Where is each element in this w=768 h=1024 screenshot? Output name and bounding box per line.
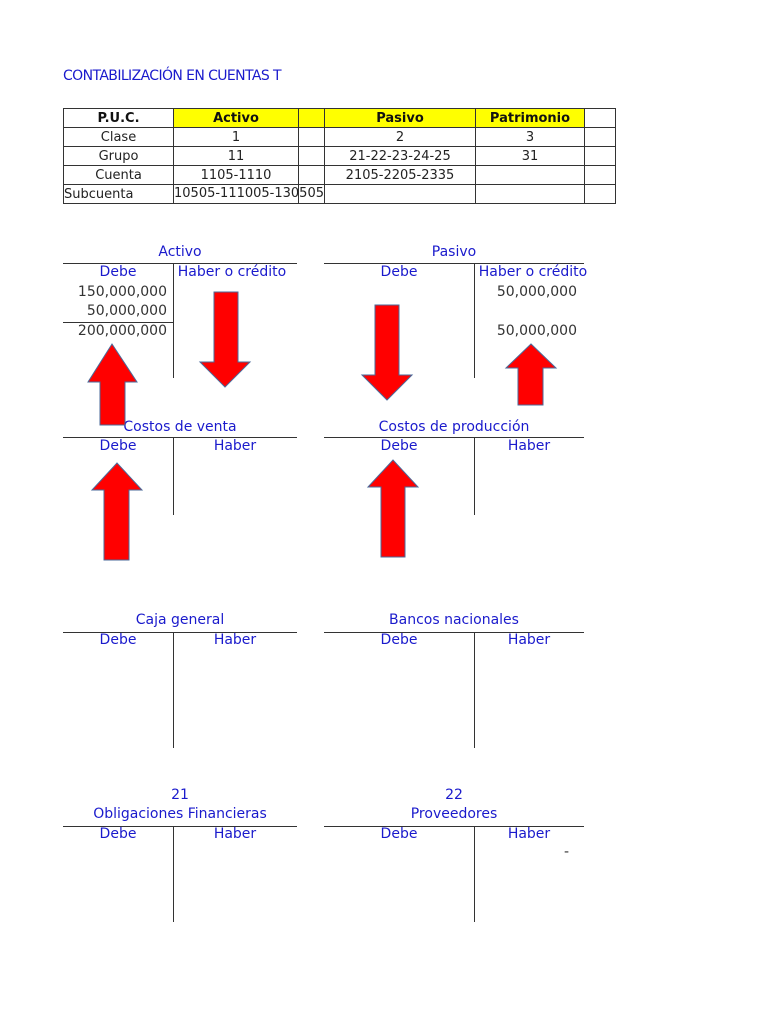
cell: Grupo xyxy=(63,146,174,166)
credit-label: Haber xyxy=(507,438,551,454)
credit-entry: - xyxy=(563,844,569,860)
t-account-line xyxy=(63,437,297,438)
t-account-line xyxy=(324,826,584,827)
debit-label: Debe xyxy=(99,438,137,454)
credit-label: Haber xyxy=(507,632,551,648)
header-activo: Activo xyxy=(173,108,299,128)
debit-label: Debe xyxy=(99,826,137,842)
cell: 2105-2205-2335 xyxy=(324,165,476,185)
subcuenta-value: 110505-111005-130505 xyxy=(174,186,324,201)
account-code: 22 xyxy=(445,787,463,803)
credit-total: 50,000,000 xyxy=(496,323,577,339)
t-account-divider xyxy=(173,263,174,378)
t-account-line xyxy=(324,632,584,633)
debit-label: Debe xyxy=(99,264,137,280)
credit-label: Haber xyxy=(507,826,551,842)
table-row: Cuenta 1105-1110 2105-2205-2335 xyxy=(63,165,616,185)
cell: Subcuenta xyxy=(63,184,174,204)
t-account-divider xyxy=(474,263,475,378)
account-title-bancos: Bancos nacionales xyxy=(389,612,519,628)
debit-entry: 50,000,000 xyxy=(86,303,167,319)
total-line xyxy=(63,322,173,323)
t-account-divider xyxy=(173,437,174,515)
puc-table: P.U.C. Activo Pasivo Patrimonio Clase 1 … xyxy=(63,108,616,204)
t-account-divider xyxy=(173,632,174,748)
t-account-line xyxy=(324,437,584,438)
arrow-down-icon xyxy=(360,304,414,401)
table-row: Subcuenta 110505-111005-130505 xyxy=(63,184,616,204)
credit-label: Haber xyxy=(213,438,257,454)
arrow-up-icon xyxy=(87,343,138,426)
debit-entry: 150,000,000 xyxy=(77,284,167,300)
debit-label: Debe xyxy=(380,264,418,280)
cell: 110505-111005-130505 xyxy=(173,184,324,204)
arrow-up-icon xyxy=(366,459,420,558)
t-account-divider xyxy=(474,826,475,922)
account-title-activo: Activo xyxy=(158,244,202,260)
account-code: 21 xyxy=(171,787,189,803)
credit-label: Haber xyxy=(213,632,257,648)
account-title-proveedores: Proveedores xyxy=(410,806,498,822)
arrow-up-icon xyxy=(90,462,144,561)
table-row: Grupo 11 21-22-23-24-25 31 xyxy=(63,146,616,166)
account-title-pasivo: Pasivo xyxy=(431,244,477,260)
t-account-line xyxy=(63,632,297,633)
table-header-row: P.U.C. Activo Pasivo Patrimonio xyxy=(63,108,616,128)
debit-label: Debe xyxy=(380,826,418,842)
debit-label: Debe xyxy=(99,632,137,648)
credit-label: Haber o crédito xyxy=(177,264,287,280)
header-empty xyxy=(298,108,325,128)
credit-entry: 50,000,000 xyxy=(496,284,577,300)
t-account-divider xyxy=(173,826,174,922)
t-account-divider xyxy=(474,632,475,748)
cell: Clase xyxy=(63,127,174,147)
account-title-caja: Caja general xyxy=(135,612,225,628)
t-account-line xyxy=(63,826,297,827)
t-account-divider xyxy=(474,437,475,515)
credit-label: Haber o crédito xyxy=(478,264,588,280)
t-account-line xyxy=(63,263,297,264)
arrow-up-icon xyxy=(504,343,558,406)
credit-label: Haber xyxy=(213,826,257,842)
account-title-obligaciones: Obligaciones Financieras xyxy=(93,806,267,822)
t-account-line xyxy=(324,263,584,264)
account-title-costos-venta: Costos de venta xyxy=(123,419,237,435)
account-title-costos-produccion: Costos de producción xyxy=(378,419,530,435)
cell xyxy=(584,184,616,204)
arrow-down-icon xyxy=(198,291,252,388)
cell: 21-22-23-24-25 xyxy=(324,146,476,166)
page-title: CONTABILIZACIÓN EN CUENTAS T xyxy=(63,68,282,84)
debit-label: Debe xyxy=(380,632,418,648)
debit-total: 200,000,000 xyxy=(77,323,167,339)
header-pasivo: Pasivo xyxy=(324,108,476,128)
debit-label: Debe xyxy=(380,438,418,454)
